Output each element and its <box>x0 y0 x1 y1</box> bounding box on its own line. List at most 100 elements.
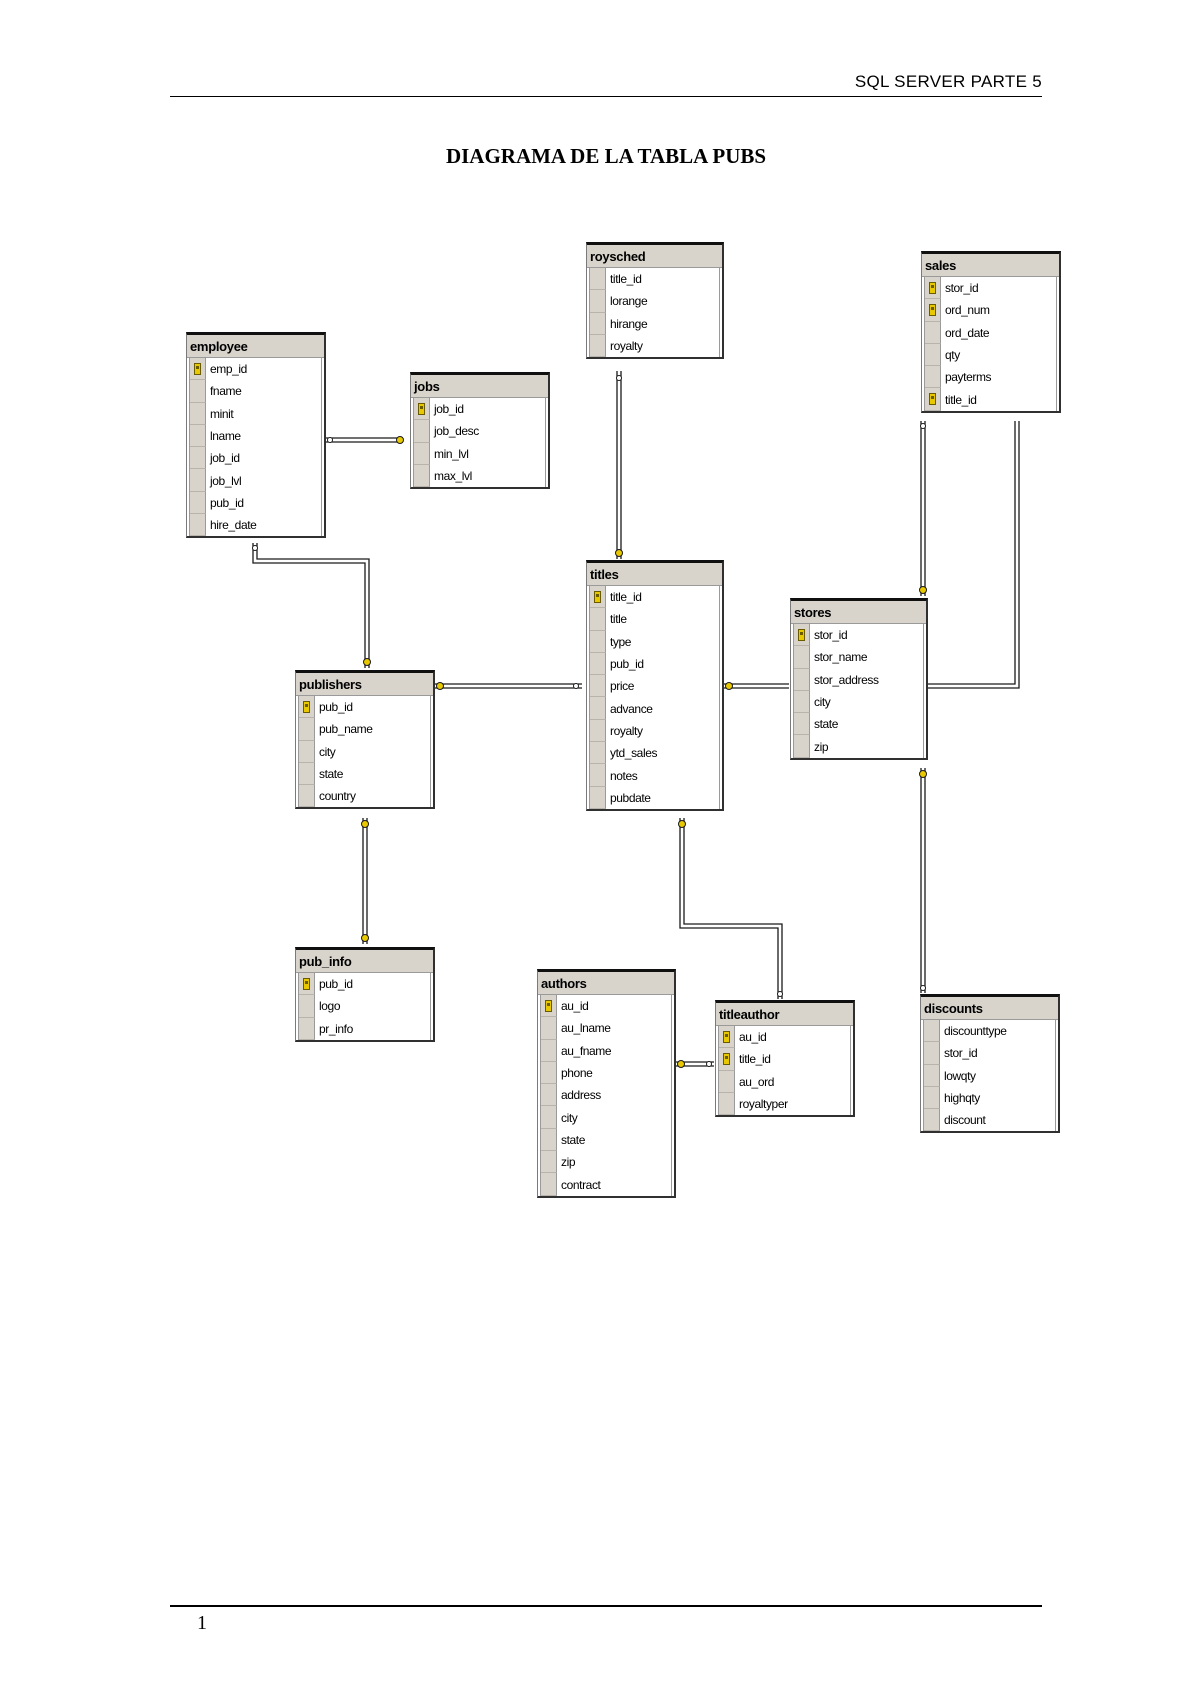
column-row[interactable]: type <box>590 630 719 653</box>
row-selector[interactable] <box>925 366 941 389</box>
table-title[interactable]: titleauthor <box>716 1003 853 1026</box>
row-selector[interactable] <box>541 1173 557 1196</box>
column-row[interactable]: pub_id <box>590 652 719 676</box>
row-selector[interactable] <box>590 334 606 358</box>
row-selector[interactable] <box>541 1128 557 1152</box>
column-row[interactable]: au_lname <box>541 1017 671 1040</box>
row-selector[interactable] <box>925 321 941 344</box>
column-row[interactable]: title_id <box>719 1048 850 1071</box>
row-selector[interactable] <box>794 735 810 758</box>
column-row[interactable]: emp_id <box>190 358 321 381</box>
column-row[interactable]: hire_date <box>190 514 321 537</box>
row-selector[interactable] <box>590 312 606 335</box>
row-selector[interactable] <box>590 268 606 291</box>
column-row[interactable]: city <box>794 690 923 714</box>
row-selector[interactable] <box>794 624 810 647</box>
row-selector[interactable] <box>925 277 941 300</box>
row-selector[interactable] <box>924 1020 940 1043</box>
column-row[interactable]: discount <box>924 1109 1055 1132</box>
column-row[interactable]: qty <box>925 343 1056 367</box>
row-selector[interactable] <box>794 646 810 669</box>
column-row[interactable]: zip <box>541 1151 671 1174</box>
column-row[interactable]: ord_num <box>925 299 1056 322</box>
column-row[interactable]: lname <box>190 424 321 448</box>
column-row[interactable]: payterms <box>925 366 1056 389</box>
row-selector[interactable] <box>719 1092 735 1116</box>
column-row[interactable]: country <box>299 785 430 808</box>
table-title[interactable]: employee <box>187 335 324 358</box>
table-title[interactable]: titles <box>587 563 722 586</box>
column-row[interactable]: hirange <box>590 312 719 335</box>
row-selector[interactable] <box>190 380 206 403</box>
column-row[interactable]: city <box>299 740 430 763</box>
table-title[interactable]: sales <box>922 254 1059 277</box>
row-selector[interactable] <box>794 713 810 736</box>
column-row[interactable]: pub_name <box>299 718 430 741</box>
column-row[interactable]: au_id <box>719 1026 850 1049</box>
column-row[interactable]: state <box>299 762 430 786</box>
column-row[interactable]: zip <box>794 735 923 758</box>
row-selector[interactable] <box>590 675 606 698</box>
column-row[interactable]: pr_info <box>299 1017 430 1040</box>
column-row[interactable]: ord_date <box>925 321 1056 344</box>
column-row[interactable]: max_lvl <box>414 464 545 488</box>
row-selector[interactable] <box>190 402 206 425</box>
column-row[interactable]: stor_id <box>924 1042 1055 1065</box>
column-row[interactable]: title_id <box>925 388 1056 411</box>
row-selector[interactable] <box>541 1106 557 1129</box>
row-selector[interactable] <box>299 762 315 786</box>
row-selector[interactable] <box>299 740 315 763</box>
row-selector[interactable] <box>590 719 606 743</box>
column-row[interactable]: discounttype <box>924 1020 1055 1043</box>
row-selector[interactable] <box>590 608 606 631</box>
column-row[interactable]: lowqty <box>924 1064 1055 1087</box>
column-row[interactable]: logo <box>299 995 430 1018</box>
column-row[interactable]: min_lvl <box>414 442 545 465</box>
row-selector[interactable] <box>925 299 941 322</box>
column-row[interactable]: job_id <box>414 398 545 421</box>
column-row[interactable]: pub_id <box>299 973 430 996</box>
row-selector[interactable] <box>299 995 315 1018</box>
row-selector[interactable] <box>541 1039 557 1062</box>
column-row[interactable]: phone <box>541 1061 671 1085</box>
column-row[interactable]: lorange <box>590 290 719 313</box>
row-selector[interactable] <box>299 718 315 741</box>
row-selector[interactable] <box>924 1086 940 1110</box>
row-selector[interactable] <box>924 1109 940 1132</box>
column-row[interactable]: title_id <box>590 586 719 609</box>
column-row[interactable]: state <box>794 713 923 736</box>
row-selector[interactable] <box>590 697 606 720</box>
column-row[interactable]: ytd_sales <box>590 742 719 765</box>
column-row[interactable]: job_id <box>190 447 321 470</box>
row-selector[interactable] <box>299 1017 315 1040</box>
column-row[interactable]: royaltyper <box>719 1092 850 1116</box>
table-title[interactable]: stores <box>791 601 926 624</box>
table-title[interactable]: authors <box>538 972 674 995</box>
row-selector[interactable] <box>590 742 606 765</box>
column-row[interactable]: au_fname <box>541 1039 671 1062</box>
row-selector[interactable] <box>190 491 206 515</box>
column-row[interactable]: highqty <box>924 1086 1055 1110</box>
row-selector[interactable] <box>924 1042 940 1065</box>
column-row[interactable]: au_ord <box>719 1070 850 1093</box>
column-row[interactable]: pub_id <box>190 491 321 515</box>
column-row[interactable]: notes <box>590 764 719 787</box>
row-selector[interactable] <box>414 398 430 421</box>
row-selector[interactable] <box>794 690 810 714</box>
column-row[interactable]: city <box>541 1106 671 1129</box>
column-row[interactable]: address <box>541 1084 671 1107</box>
row-selector[interactable] <box>541 1061 557 1085</box>
row-selector[interactable] <box>590 290 606 313</box>
row-selector[interactable] <box>590 652 606 676</box>
table-title[interactable]: discounts <box>921 997 1058 1020</box>
row-selector[interactable] <box>719 1026 735 1049</box>
column-row[interactable]: stor_id <box>925 277 1056 300</box>
row-selector[interactable] <box>190 424 206 448</box>
row-selector[interactable] <box>299 696 315 719</box>
column-row[interactable]: title <box>590 608 719 631</box>
